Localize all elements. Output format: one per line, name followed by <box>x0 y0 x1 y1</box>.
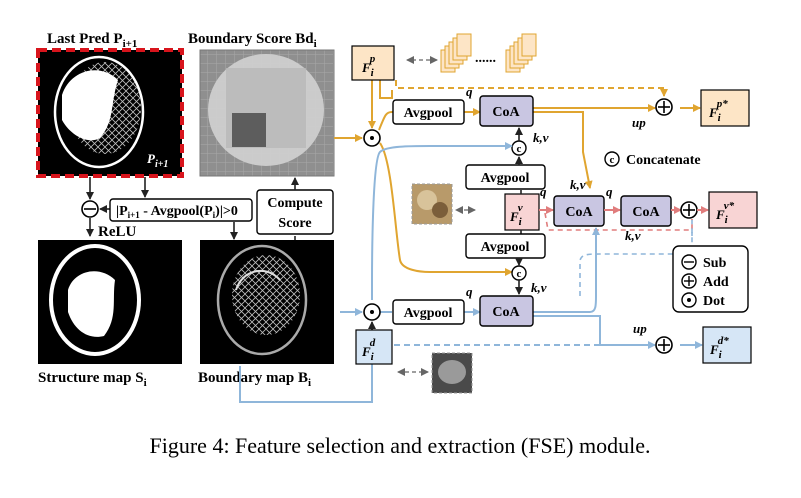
dot-operator-bottom <box>363 303 381 321</box>
blue-skip-to-mid-add <box>579 220 693 296</box>
q-label-bottom: q <box>466 284 473 299</box>
kv-label-mid-2: k,v <box>625 228 641 243</box>
svg-text:Fid*: Fid* <box>709 335 729 361</box>
svg-text:CoA: CoA <box>632 205 660 220</box>
coa-bottom-box: CoA <box>479 295 534 327</box>
last-pred-label: Last Pred Pi+1 <box>47 31 137 50</box>
svg-text:Fip: Fip <box>361 53 376 79</box>
kv-label-bottom: k,v <box>531 280 547 295</box>
svg-text:Add: Add <box>703 275 729 290</box>
svg-text:Sub: Sub <box>703 256 727 271</box>
svg-text:Avgpool: Avgpool <box>404 106 453 121</box>
coa-middle-1-box: CoA <box>553 195 605 227</box>
boundary-score-image <box>199 49 335 177</box>
fv-feature-box: Fiv <box>504 193 540 231</box>
boundary-score-label: Boundary Score Bdi <box>188 31 317 50</box>
orange-fp-skip-dashed <box>395 80 668 97</box>
up-label-top: up <box>632 115 646 130</box>
fp-feature-box: Fip <box>351 45 395 81</box>
avgpool-bottom-box: Avgpool <box>392 299 465 325</box>
concat-bottom-icon: c <box>511 265 527 281</box>
fp-star-output-box: Fip* <box>700 89 750 127</box>
q-label-mid-2: q <box>606 184 613 199</box>
fd-star-output-box: Fid* <box>702 326 752 364</box>
condition-box: |Pi+1 - Avgpool(Pi)|>0 <box>109 198 253 222</box>
svg-text:Fip*: Fip* <box>708 98 728 124</box>
fv-star-output-box: Fiv* <box>708 191 758 229</box>
orange-dot-to-concat-bottom <box>379 142 513 276</box>
svg-text:Avgpool: Avgpool <box>481 240 530 255</box>
sub-operator-icon <box>81 200 99 218</box>
q-label-top: q <box>466 84 473 99</box>
last-pred-image: Pi+1 <box>36 48 184 178</box>
boundary-map-image <box>200 240 334 364</box>
svg-text:Dot: Dot <box>703 294 725 309</box>
svg-text:CoA: CoA <box>565 205 593 220</box>
svg-text:Score: Score <box>278 216 311 231</box>
avgpool-middle-bottom-box: Avgpool <box>465 233 546 259</box>
blue-dot-to-concat-top <box>371 142 513 300</box>
structure-map-label: Structure map Si <box>38 370 147 389</box>
blue-coa-to-coa2 <box>533 227 600 313</box>
orange-coa-to-coa2 <box>533 111 593 189</box>
svg-text:CoA: CoA <box>492 105 520 120</box>
stack-dots: ...... <box>475 51 496 66</box>
up-label-bottom: up <box>633 321 647 336</box>
svg-text:c: c <box>517 143 522 155</box>
add-operator-top <box>655 98 673 116</box>
svg-text:Avgpool: Avgpool <box>404 306 453 321</box>
svg-text:|Pi+1 - Avgpool(Pi)|>0: |Pi+1 - Avgpool(Pi)|>0 <box>116 204 238 220</box>
svg-text:CoA: CoA <box>492 305 520 320</box>
relu-label: ReLU <box>98 224 136 240</box>
pred-overlay-label: Pi+1 <box>147 151 168 170</box>
svg-text:Fiv*: Fiv* <box>715 200 735 226</box>
dot-operator-top <box>363 129 381 147</box>
compute-score-box: Compute Score <box>256 189 334 235</box>
q-label-mid: q <box>540 184 547 199</box>
orange-dot-to-avgpool <box>378 111 412 131</box>
orange-fp-branch <box>379 80 393 99</box>
kv-label-top: k,v <box>533 130 549 145</box>
fv-input-image <box>411 183 453 225</box>
add-operator-bottom <box>655 336 673 354</box>
fd-feature-box: Fid <box>355 329 393 365</box>
svg-text:c: c <box>517 268 522 280</box>
coa-top-box: CoA <box>479 95 534 127</box>
svg-text:c: c <box>610 154 615 166</box>
concat-top-icon: c <box>511 140 527 156</box>
svg-text:Fid: Fid <box>361 337 376 363</box>
svg-text:Concatenate: Concatenate <box>626 153 701 168</box>
blue-fd-to-boundary <box>239 362 373 403</box>
operator-legend: Sub Add Dot <box>672 245 749 313</box>
red-skip-dashed <box>544 212 693 231</box>
svg-text:Compute: Compute <box>267 196 322 211</box>
boundary-map-label: Boundary map Bi <box>198 370 311 389</box>
svg-text:Avgpool: Avgpool <box>481 171 530 186</box>
fd-input-image <box>431 352 473 394</box>
avgpool-top-box: Avgpool <box>392 99 465 125</box>
avgpool-middle-top-box: Avgpool <box>465 164 546 190</box>
svg-text:Fiv: Fiv <box>509 202 523 228</box>
figure-caption: Figure 4: Feature selection and extracti… <box>150 433 651 458</box>
add-operator-middle <box>680 201 698 219</box>
feature-stack-icon: ...... <box>406 33 537 73</box>
concatenate-legend: c Concatenate <box>604 151 701 168</box>
coa-middle-2-box: CoA <box>620 195 672 227</box>
kv-label-mid-1: k,v <box>570 177 586 192</box>
structure-map-image <box>38 240 182 364</box>
